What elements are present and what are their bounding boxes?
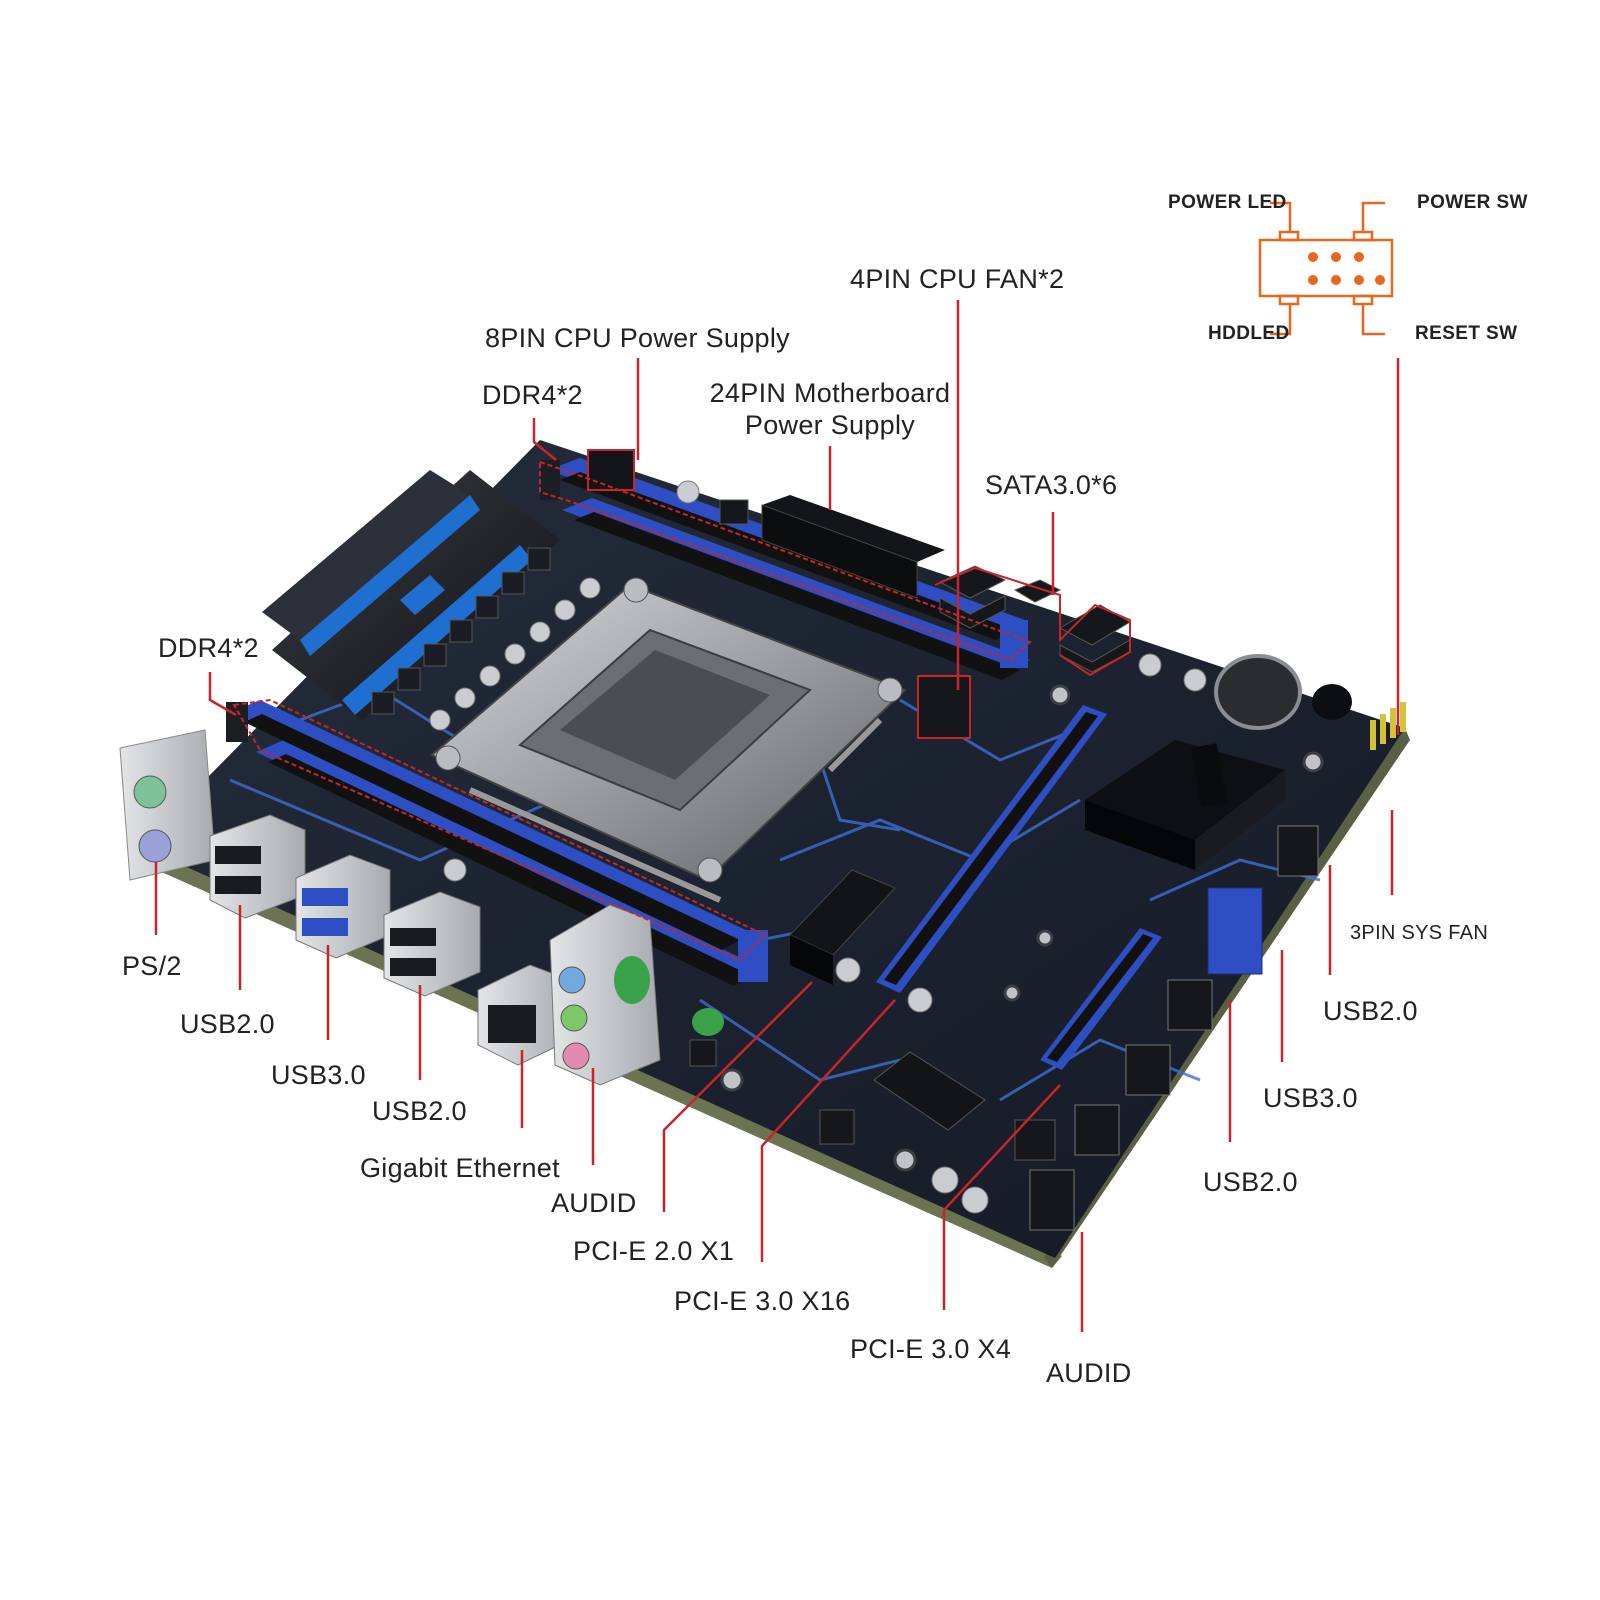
label-atx-power-line1: 24PIN Motherboard xyxy=(709,378,951,408)
label-ddr4-left: DDR4*2 xyxy=(158,633,259,663)
mounting-holes xyxy=(720,684,1324,1172)
ethernet-port xyxy=(477,964,571,1066)
label-audio-front: AUDID xyxy=(1046,1358,1132,1388)
chipset-heatsink xyxy=(1085,740,1285,870)
audio-rear-jacks xyxy=(549,904,661,1086)
usb20-rear-stack-a xyxy=(209,814,306,919)
label-usb20-rear-a: USB2.0 xyxy=(180,1009,275,1039)
label-cpu-power: 8PIN CPU Power Supply xyxy=(485,323,790,353)
label-power-sw: POWER SW xyxy=(1417,192,1528,213)
usb20-rear-stack-b xyxy=(383,891,481,997)
label-reset-sw: RESET SW xyxy=(1415,323,1518,344)
m2-slot xyxy=(873,1051,986,1131)
buzzer xyxy=(1312,684,1352,720)
pin-headers xyxy=(1029,825,1319,1231)
qc-sticker xyxy=(692,1008,724,1036)
usb30-front-header xyxy=(1207,887,1263,975)
label-usb20-front-c: USB2.0 xyxy=(1323,996,1418,1026)
pcie-x4-slot xyxy=(1040,928,1162,1070)
pcie-x1-slot xyxy=(789,869,896,985)
label-ethernet: Gigabit Ethernet xyxy=(360,1153,560,1183)
label-ps2: PS/2 xyxy=(122,951,182,981)
label-usb20-rear-b: USB2.0 xyxy=(372,1096,467,1126)
label-usb30-front: USB3.0 xyxy=(1263,1083,1358,1113)
label-hdd-led: HDDLED xyxy=(1208,323,1290,344)
label-usb30-rear: USB3.0 xyxy=(271,1060,366,1090)
label-usb20-front-d: USB2.0 xyxy=(1203,1167,1298,1197)
cpu-8pin-connector xyxy=(587,449,635,491)
vrm-chokes xyxy=(371,547,551,715)
cpu-socket xyxy=(430,577,907,903)
usb30-rear-stack xyxy=(295,854,391,959)
pcb-board xyxy=(140,440,1405,1258)
label-ddr4-top: DDR4*2 xyxy=(482,380,583,410)
vrm-capacitors xyxy=(429,577,601,731)
front-panel-diagram xyxy=(1258,201,1394,336)
label-audio-rear: AUDID xyxy=(551,1188,637,1218)
vrm-heatsink xyxy=(262,470,560,720)
label-sata: SATA3.0*6 xyxy=(985,470,1118,500)
atx-24pin-connector xyxy=(761,495,945,599)
label-sys-fan: 3PIN SYS FAN xyxy=(1350,922,1489,944)
label-pcie-x16: PCI-E 3.0 X16 xyxy=(674,1286,851,1316)
front-panel-pins-dots xyxy=(1308,252,1385,285)
sata-ports xyxy=(938,565,1131,673)
pcie-x16-slot xyxy=(876,705,1107,993)
label-power-led: POWER LED xyxy=(1168,192,1287,213)
label-pcie-x1: PCI-E 2.0 X1 xyxy=(573,1236,735,1266)
front-panel-pins xyxy=(1370,702,1406,750)
label-pcie-x4: PCI-E 3.0 X4 xyxy=(850,1334,1012,1364)
label-cpu-fan: 4PIN CPU FAN*2 xyxy=(850,264,1065,294)
ps2-port xyxy=(119,729,216,881)
label-atx-power-line2: Power Supply xyxy=(744,410,916,440)
cmos-battery xyxy=(1214,654,1302,730)
misc-capacitors xyxy=(443,480,1207,1214)
leader-lines xyxy=(154,300,1400,1332)
cpu-fan-header xyxy=(917,675,971,739)
